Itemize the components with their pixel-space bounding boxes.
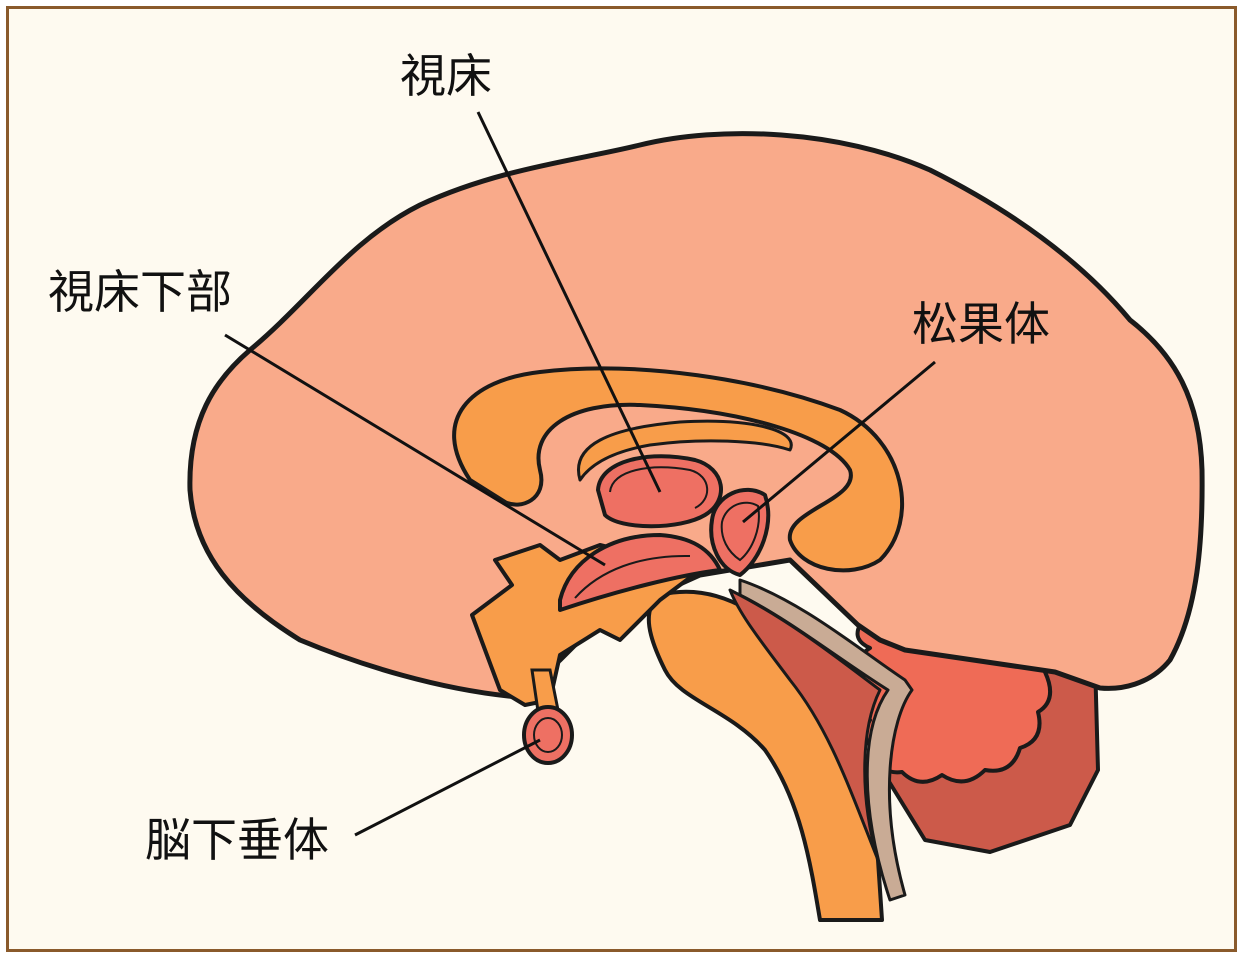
pituitary-gland <box>524 707 572 763</box>
hypothalamus-label: 視床下部 <box>48 265 232 319</box>
pineal-label: 松果体 <box>912 297 1050 351</box>
pituitary-leader-line <box>355 740 540 835</box>
pituitary-label: 脳下垂体 <box>145 813 329 867</box>
thalamus-label: 視床 <box>400 49 492 103</box>
